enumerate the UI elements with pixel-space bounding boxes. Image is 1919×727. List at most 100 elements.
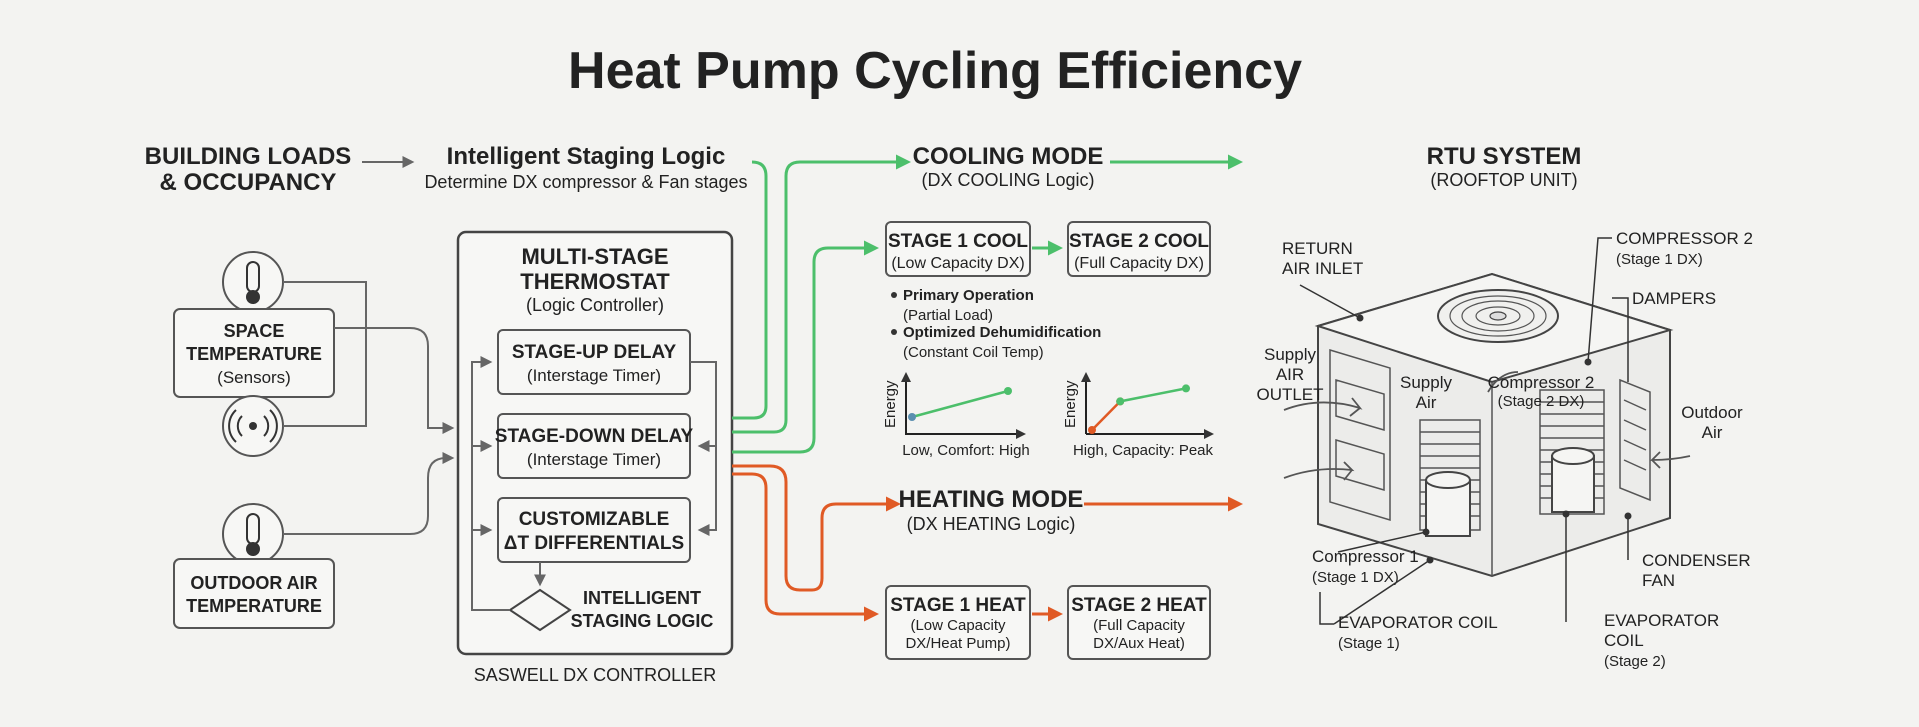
leader-dot	[1422, 528, 1430, 536]
stage2-cool-title: STAGE 2 COOL	[1069, 231, 1209, 252]
stage-down-title: STAGE-DOWN DELAY	[495, 426, 694, 447]
controller-to-heating-arrow	[732, 464, 901, 592]
stage-2-heat-box	[1067, 585, 1211, 660]
leader-evap1	[1319, 559, 1431, 625]
capacity-energy-chart: Energy High, Capacity: Peak	[1062, 372, 1214, 459]
compressor-2-cap	[1551, 447, 1595, 465]
building-loads-label: BUILDING LOADS & OCCUPANCY	[145, 143, 352, 196]
dampers-icon	[1619, 378, 1651, 502]
label-condenser-fan-1: CONDENSER	[1642, 551, 1751, 570]
controller-to-cooling-arrow	[732, 154, 911, 434]
chart-series-line	[1091, 400, 1122, 431]
outdoor-thermometer-icon-bulb	[246, 542, 260, 556]
label-evap1-1: EVAPORATOR COIL	[1338, 613, 1498, 632]
outdoor-air-arrow	[1649, 451, 1691, 469]
fan-grille-ring	[1461, 300, 1535, 332]
return-air-grille	[1335, 439, 1385, 491]
rtu-system-subtitle: (ROOFTOP UNIT)	[1430, 170, 1577, 190]
stage-up-sub: (Interstage Timer)	[527, 366, 661, 385]
stage-up-title: STAGE-UP DELAY	[512, 342, 677, 363]
label-evap2-1: EVAPORATOR	[1604, 611, 1719, 630]
cooling-bullets: Primary Operation (Partial Load) Optimiz…	[891, 287, 1101, 361]
leader-dot	[1426, 556, 1434, 564]
stage2-heat-sub-1: (Full Capacity	[1093, 617, 1185, 634]
label-dampers: DAMPERS	[1632, 289, 1716, 308]
stage1-cool-title: STAGE 1 COOL	[888, 231, 1028, 252]
chart-series-line	[1119, 387, 1187, 403]
stage-down-delay-box	[497, 413, 691, 479]
leader-compressor1	[1337, 531, 1427, 553]
label-compressor1-2: (Stage 1 DX)	[1312, 569, 1399, 586]
staging-title: Intelligent Staging Logic	[447, 143, 726, 170]
chart-point	[908, 413, 916, 421]
staging-to-controller-green-line	[732, 160, 768, 420]
bullet-2-title: Optimized Dehumidification	[903, 324, 1101, 341]
delta-t-differentials-box	[497, 497, 691, 563]
heating-mode-title: HEATING MODE	[899, 486, 1084, 513]
label-supply-outlet-1: Supply	[1264, 345, 1316, 364]
building-loads-line-1: BUILDING LOADS	[145, 143, 352, 170]
rooftop-unit-illustration	[1283, 272, 1691, 578]
wireless-sensor-icon-dot	[249, 422, 257, 430]
leader-dot	[1584, 358, 1592, 366]
fan-grille-ring	[1475, 306, 1521, 326]
chart-point	[1088, 426, 1096, 434]
label-outdoor-air-1: Outdoor	[1681, 403, 1743, 422]
label-outdoor-air-2: Air	[1702, 423, 1723, 442]
chart-axes	[905, 376, 1026, 439]
leader-dot	[1624, 512, 1632, 520]
decision-line-1: INTELLIGENT	[583, 588, 701, 608]
heating-mode-subtitle: (DX HEATING Logic)	[907, 514, 1076, 534]
thermostat-title-2: THERMOSTAT	[520, 269, 670, 294]
stage-1-heat-box	[885, 585, 1031, 660]
sensor-connector-1	[283, 281, 367, 329]
sensor-connector-2	[283, 328, 367, 427]
chart-ylabel: Energy	[882, 380, 899, 428]
fan-grille-ring	[1449, 295, 1547, 337]
label-compressor2-top-2: (Stage 1 DX)	[1616, 251, 1703, 268]
label-condenser-fan-2: FAN	[1642, 571, 1675, 590]
bullet-dot	[891, 292, 897, 298]
comfort-energy-chart: Energy Low, Comfort: High	[882, 372, 1030, 459]
thermostat-title-1: MULTI-STAGE	[521, 244, 668, 269]
label-compressor2-inner-1: Compressor 2	[1488, 373, 1595, 392]
stage2-cool-sub: (Full Capacity DX)	[1074, 255, 1204, 272]
label-supply-outlet-2: AIR	[1276, 365, 1304, 384]
thermometer-icon-bulb	[246, 290, 260, 304]
label-return-air-2: AIR INLET	[1282, 259, 1363, 278]
stage1-heat-title: STAGE 1 HEAT	[890, 595, 1026, 616]
controller-to-stage1-cool-arrow	[732, 240, 879, 454]
space-temp-title-1: SPACE	[224, 321, 285, 341]
building-loads-line-2: & OCCUPANCY	[160, 169, 337, 196]
leader-return-air	[1299, 284, 1361, 319]
space-temp-to-thermostat-arrow	[366, 327, 455, 434]
outdoor-air-temperature-box	[173, 558, 335, 629]
outdoor-air-to-thermostat-arrow	[283, 452, 455, 535]
rtu-system-title: RTU SYSTEM	[1427, 143, 1582, 170]
controller-footer: SASWELL DX CONTROLLER	[474, 665, 716, 685]
decision-line-2: STAGING LOGIC	[571, 611, 714, 631]
label-supply-air-2: Air	[1416, 393, 1437, 412]
label-compressor2-inner-2: (Stage 2 DX)	[1498, 393, 1585, 410]
inner-supply-arrow	[1487, 371, 1519, 393]
compressor-1-cap	[1425, 471, 1471, 489]
compressor-2-icon	[1551, 447, 1595, 513]
stage-1-cool-box	[885, 221, 1031, 277]
label-supply-outlet-3: OUTLET	[1256, 385, 1323, 404]
page-title: Heat Pump Cycling Efficiency	[568, 42, 1302, 100]
stage2-heat-title: STAGE 2 HEAT	[1071, 595, 1207, 616]
decision-diamond	[508, 588, 572, 632]
label-return-air-1: RETURN	[1282, 239, 1353, 258]
label-evap2-3: (Stage 2)	[1604, 653, 1666, 670]
supply-air-arrow	[1283, 397, 1363, 417]
differentials-line-2: ΔT DIFFERENTIALS	[504, 533, 684, 554]
chart-marks	[908, 387, 1012, 421]
stage1-heat-sub-2: DX/Heat Pump)	[905, 635, 1010, 652]
space-temp-sub: (Sensors)	[217, 368, 291, 387]
staging-subtitle: Determine DX compressor & Fan stages	[424, 172, 747, 192]
compressor-2-body	[1551, 455, 1595, 513]
label-evap1-2: (Stage 1)	[1338, 635, 1400, 652]
compressor-1-icon	[1425, 471, 1471, 537]
